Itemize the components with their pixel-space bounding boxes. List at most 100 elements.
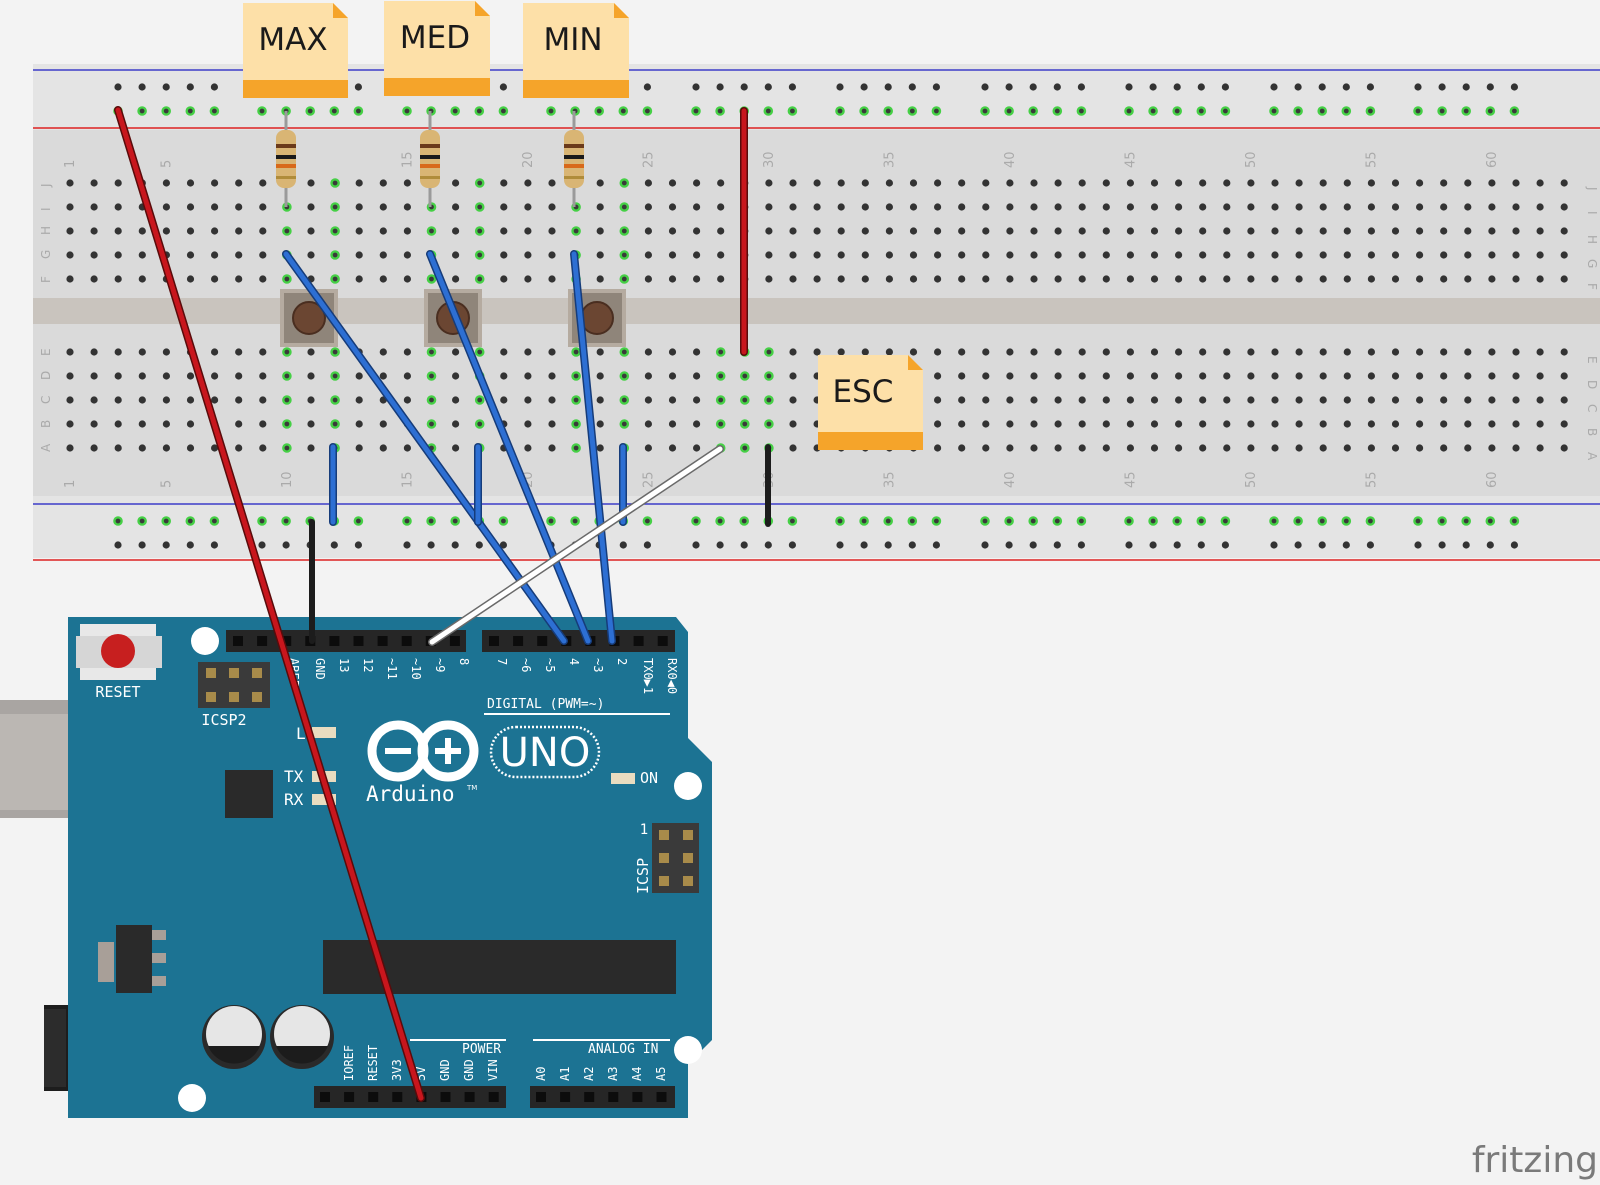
breadboard-hole	[1488, 179, 1496, 187]
breadboard-hole	[1006, 179, 1014, 187]
breadboard-hole	[1150, 348, 1159, 356]
breadboard-hole	[1150, 179, 1159, 187]
breadboard-hole	[546, 106, 556, 116]
breadboard-hole	[138, 83, 146, 91]
breadboard-hole	[500, 251, 508, 259]
header-socket	[392, 1092, 403, 1102]
breadboard-hole	[1030, 227, 1038, 235]
breadboard-hole	[693, 348, 701, 356]
breadboard-hole	[668, 396, 677, 404]
breadboard-hole	[1078, 396, 1086, 404]
header-pin	[683, 876, 693, 886]
breadboard-hole	[235, 348, 243, 356]
breadboard-hole	[934, 251, 942, 259]
breadboard-hole	[715, 371, 726, 381]
breadboard-hole	[1440, 203, 1448, 211]
digital-pin-label: 8	[457, 658, 471, 665]
breadboard-hole	[1512, 179, 1520, 187]
breadboard-hole	[1512, 372, 1520, 380]
breadboard-hole	[765, 179, 773, 187]
breadboard-hole	[1464, 203, 1472, 211]
breadboard-hole	[114, 396, 122, 404]
header-socket	[560, 1092, 571, 1102]
breadboard-hole	[644, 372, 653, 380]
breadboard-hole	[1199, 420, 1207, 428]
power-pin-label: RESET	[366, 1045, 380, 1081]
breadboard-hole	[1247, 251, 1255, 259]
breadboard-hole	[114, 420, 122, 428]
breadboard-hole	[693, 396, 701, 404]
breadboard-hole	[1149, 541, 1157, 549]
breadboard-hole	[1199, 203, 1207, 211]
analog-pin-label: A1	[558, 1067, 572, 1081]
header-socket	[401, 636, 412, 646]
breadboard-hole	[1054, 420, 1062, 428]
breadboard-hole	[235, 444, 243, 452]
breadboard-hole	[305, 106, 316, 116]
breadboard-hole	[1295, 444, 1303, 452]
breadboard-hole	[644, 203, 653, 211]
row-letter: I	[39, 207, 53, 211]
breadboard-hole	[980, 516, 990, 526]
breadboard-hole	[474, 419, 485, 429]
regulator-pin	[152, 930, 166, 940]
breadboard-hole	[1391, 179, 1400, 187]
breadboard-hole	[1102, 227, 1110, 235]
breadboard-hole	[765, 251, 773, 259]
digital-pin-label: 12	[361, 658, 375, 672]
breadboard-hole	[1391, 251, 1400, 259]
column-number: 40	[1003, 471, 1018, 488]
breadboard-hole	[138, 348, 146, 356]
breadboard-hole	[209, 106, 220, 116]
breadboard-hole	[907, 516, 918, 526]
breadboard-hole	[307, 444, 315, 452]
breadboard-hole	[282, 395, 292, 405]
breadboard-hole	[934, 348, 942, 356]
breadboard-hole	[885, 179, 894, 187]
column-number: 35	[882, 471, 897, 488]
breadboard-hole	[1077, 83, 1085, 91]
row-letter: B	[39, 420, 53, 428]
breadboard-hole	[524, 179, 532, 187]
breadboard-hole	[1343, 203, 1351, 211]
breadboard-hole	[982, 227, 990, 235]
breadboard-hole	[571, 347, 581, 357]
breadboard-hole	[548, 179, 556, 187]
breadboard-hole	[861, 179, 869, 187]
header-pin	[206, 692, 216, 702]
breadboard-hole	[619, 541, 627, 549]
breadboard-hole	[355, 251, 363, 259]
header-socket	[440, 1092, 451, 1102]
digital-pin-label: 2	[615, 658, 629, 665]
header-socket	[329, 636, 340, 646]
breadboard-hole	[1220, 516, 1231, 526]
breadboard-hole	[1006, 444, 1014, 452]
breadboard-hole	[765, 275, 773, 283]
breadboard-hole	[596, 275, 604, 283]
resistors	[276, 111, 584, 207]
header-pin	[229, 668, 239, 678]
breadboard-hole	[1536, 179, 1544, 187]
row-letter: A	[39, 443, 53, 452]
power-pin-label: GND	[438, 1059, 452, 1081]
breadboard-hole	[90, 372, 98, 380]
breadboard-hole	[907, 106, 918, 116]
column-number: 50	[1244, 151, 1259, 168]
breadboard-hole	[1293, 106, 1303, 116]
breadboard-hole	[211, 372, 219, 380]
breadboard-hole	[548, 372, 556, 380]
breadboard-hole	[1416, 396, 1424, 404]
breadboard-hole	[1391, 275, 1400, 283]
breadboard-hole	[813, 275, 821, 283]
breadboard-hole	[307, 251, 315, 259]
breadboard-hole	[330, 419, 340, 429]
breadboard-hole	[330, 541, 338, 549]
breadboard-hole	[908, 83, 916, 91]
breadboard-hole	[211, 275, 219, 283]
breadboard-hole	[330, 202, 340, 212]
breadboard-hole	[259, 227, 267, 235]
breadboard-hole	[1367, 420, 1375, 428]
breadboard-hole	[1560, 444, 1568, 452]
breadboard-hole	[1536, 348, 1544, 356]
